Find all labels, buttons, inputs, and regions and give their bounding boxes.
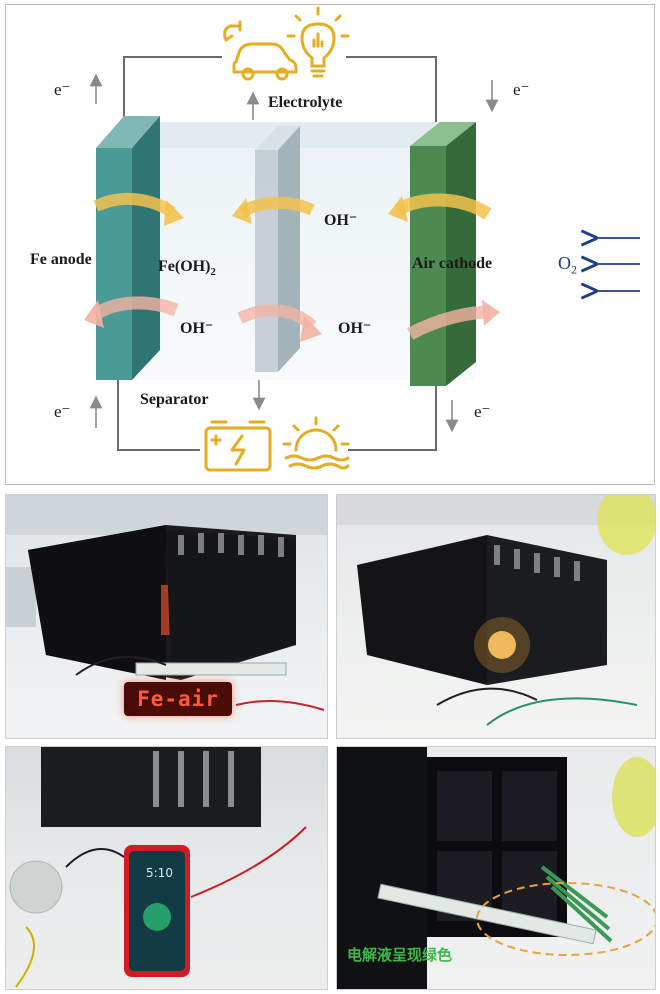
air-cathode-label: Air cathode <box>412 255 493 272</box>
discharge-arrow-left <box>92 296 179 320</box>
hydroxide-label-top: OH⁻ <box>324 212 358 229</box>
photo-phone-charging-demo <box>5 746 328 990</box>
lightbulb-icon <box>286 6 350 78</box>
hydroxide-label-right: OH⁻ <box>338 320 372 337</box>
hydroxide-arrow-top <box>394 193 492 220</box>
photo-bulb-demo <box>336 494 656 739</box>
battery-icon <box>204 420 272 472</box>
oxygen-text: O <box>558 253 571 273</box>
air-cathode-electrode <box>410 122 476 386</box>
phone-clock: 5:10 <box>146 866 173 880</box>
hydroxide-label-left: OH⁻ <box>180 320 214 337</box>
photo-green-electrolyte <box>336 746 656 990</box>
fe-anode-electrode <box>96 116 160 380</box>
photo-led-sign-demo <box>5 494 328 739</box>
fe-anode-label: Fe anode <box>30 251 92 268</box>
separator-membrane <box>255 126 300 372</box>
fe-hydroxide-subscript: 2 <box>210 266 216 279</box>
external-circuit-wire <box>123 56 437 130</box>
oxygen-inflow-arrows <box>594 238 640 291</box>
electrolyte-label: Electrolyte <box>268 94 343 111</box>
fe-air-battery-schematic <box>84 6 640 472</box>
electron-label-top-left: e⁻ <box>54 80 71 99</box>
fe-air-led-sign: Fe-air <box>124 682 232 716</box>
oxygen-subscript: 2 <box>571 262 577 277</box>
separator-label: Separator <box>140 391 209 408</box>
electron-label-bottom-left: e⁻ <box>54 402 71 421</box>
sunset-sea-icon <box>282 416 350 470</box>
green-electrolyte-caption: 电解液呈现绿色 <box>347 946 453 964</box>
fe-hydroxide-text: Fe(OH) <box>158 258 211 275</box>
fe-oxidation-arrow <box>93 192 176 218</box>
electron-label-bottom-right: e⁻ <box>474 402 491 421</box>
car-plug-icon <box>223 20 298 81</box>
external-circuit-wire-bottom <box>117 378 437 451</box>
fe-hydroxide-label: Fe(OH)2 <box>158 258 216 278</box>
oxygen-label: O2 <box>558 253 577 278</box>
electron-label-top-right: e⁻ <box>513 80 530 99</box>
